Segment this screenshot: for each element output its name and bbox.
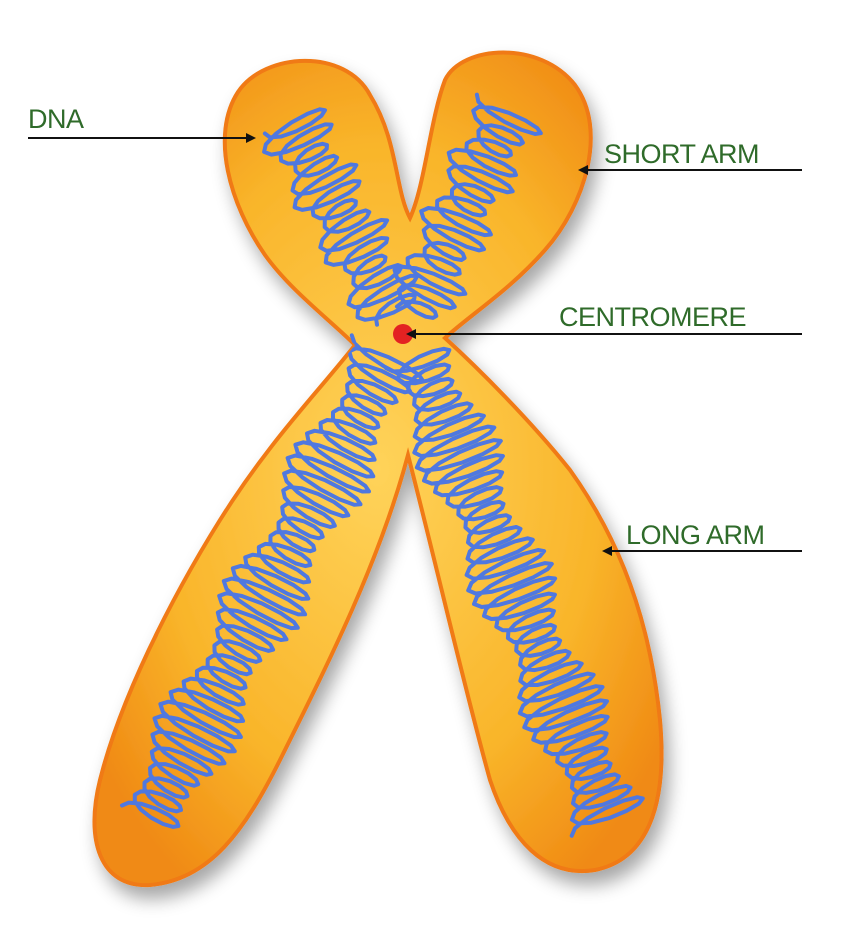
short-arm-label: SHORT ARM	[604, 139, 759, 170]
centromere-label: CENTROMERE	[559, 302, 746, 333]
dna-label: DNA	[28, 104, 84, 135]
chromosome-body	[94, 53, 661, 886]
long-arm-label: LONG ARM	[626, 520, 765, 551]
